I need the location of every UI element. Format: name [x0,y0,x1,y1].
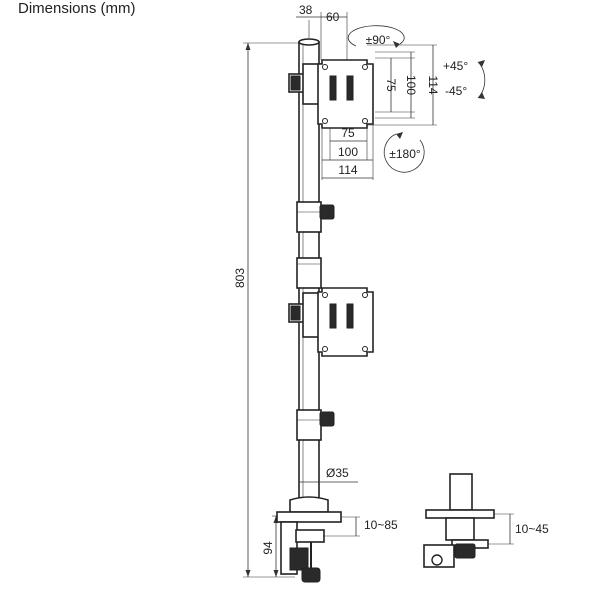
vesa-height-100-label: 100 [404,75,418,95]
pole-diameter-label: Ø35 [326,466,349,480]
height-dimension: 803 [233,42,300,578]
vesa-width-75-label: 75 [341,126,355,140]
offset-60-label: 60 [326,10,340,24]
lower-mid-collar [296,257,322,289]
vesa-width-dimensions: 75 100 114 [321,124,374,180]
lower-vesa-plate [317,287,374,357]
clamp-height-label: 94 [261,541,275,555]
tilt-indicator: +45° -45° [443,59,486,99]
bottom-collar [296,409,335,441]
grommet-mount: 10~45 [423,473,549,568]
vesa-height-75-label: 75 [384,78,398,92]
upper-vesa-plate [317,59,374,129]
swivel-indicator: ±180° [383,132,425,173]
grommet-range-label: 10~45 [515,522,549,536]
rotation-label: ±90° [366,33,391,47]
desk-clamp: 10~85 [276,496,398,583]
clamp-height-dimension: 94 [261,515,282,577]
vesa-height-114-label: 114 [426,75,440,94]
upper-mid-collar [296,201,335,233]
vesa-width-100-label: 100 [338,145,358,159]
height-total-label: 803 [233,268,247,288]
vesa-height-dimensions: 75 100 114 [367,44,440,126]
rotation-indicator: ±90° [347,25,405,48]
tilt-down-label: -45° [445,84,467,98]
offset-38-label: 38 [299,3,313,17]
clamp-range-label: 10~85 [364,518,398,532]
pole-diameter-dimension: Ø35 [299,466,358,483]
diagram-title: Dimensions (mm) [18,0,136,17]
swivel-label: ±180° [389,147,421,161]
lower-collar [288,292,322,338]
vesa-width-114-label: 114 [338,163,357,177]
top-offset-dimensions: 38 60 [296,3,348,60]
tilt-up-label: +45° [443,59,468,73]
upper-collar [288,63,322,105]
